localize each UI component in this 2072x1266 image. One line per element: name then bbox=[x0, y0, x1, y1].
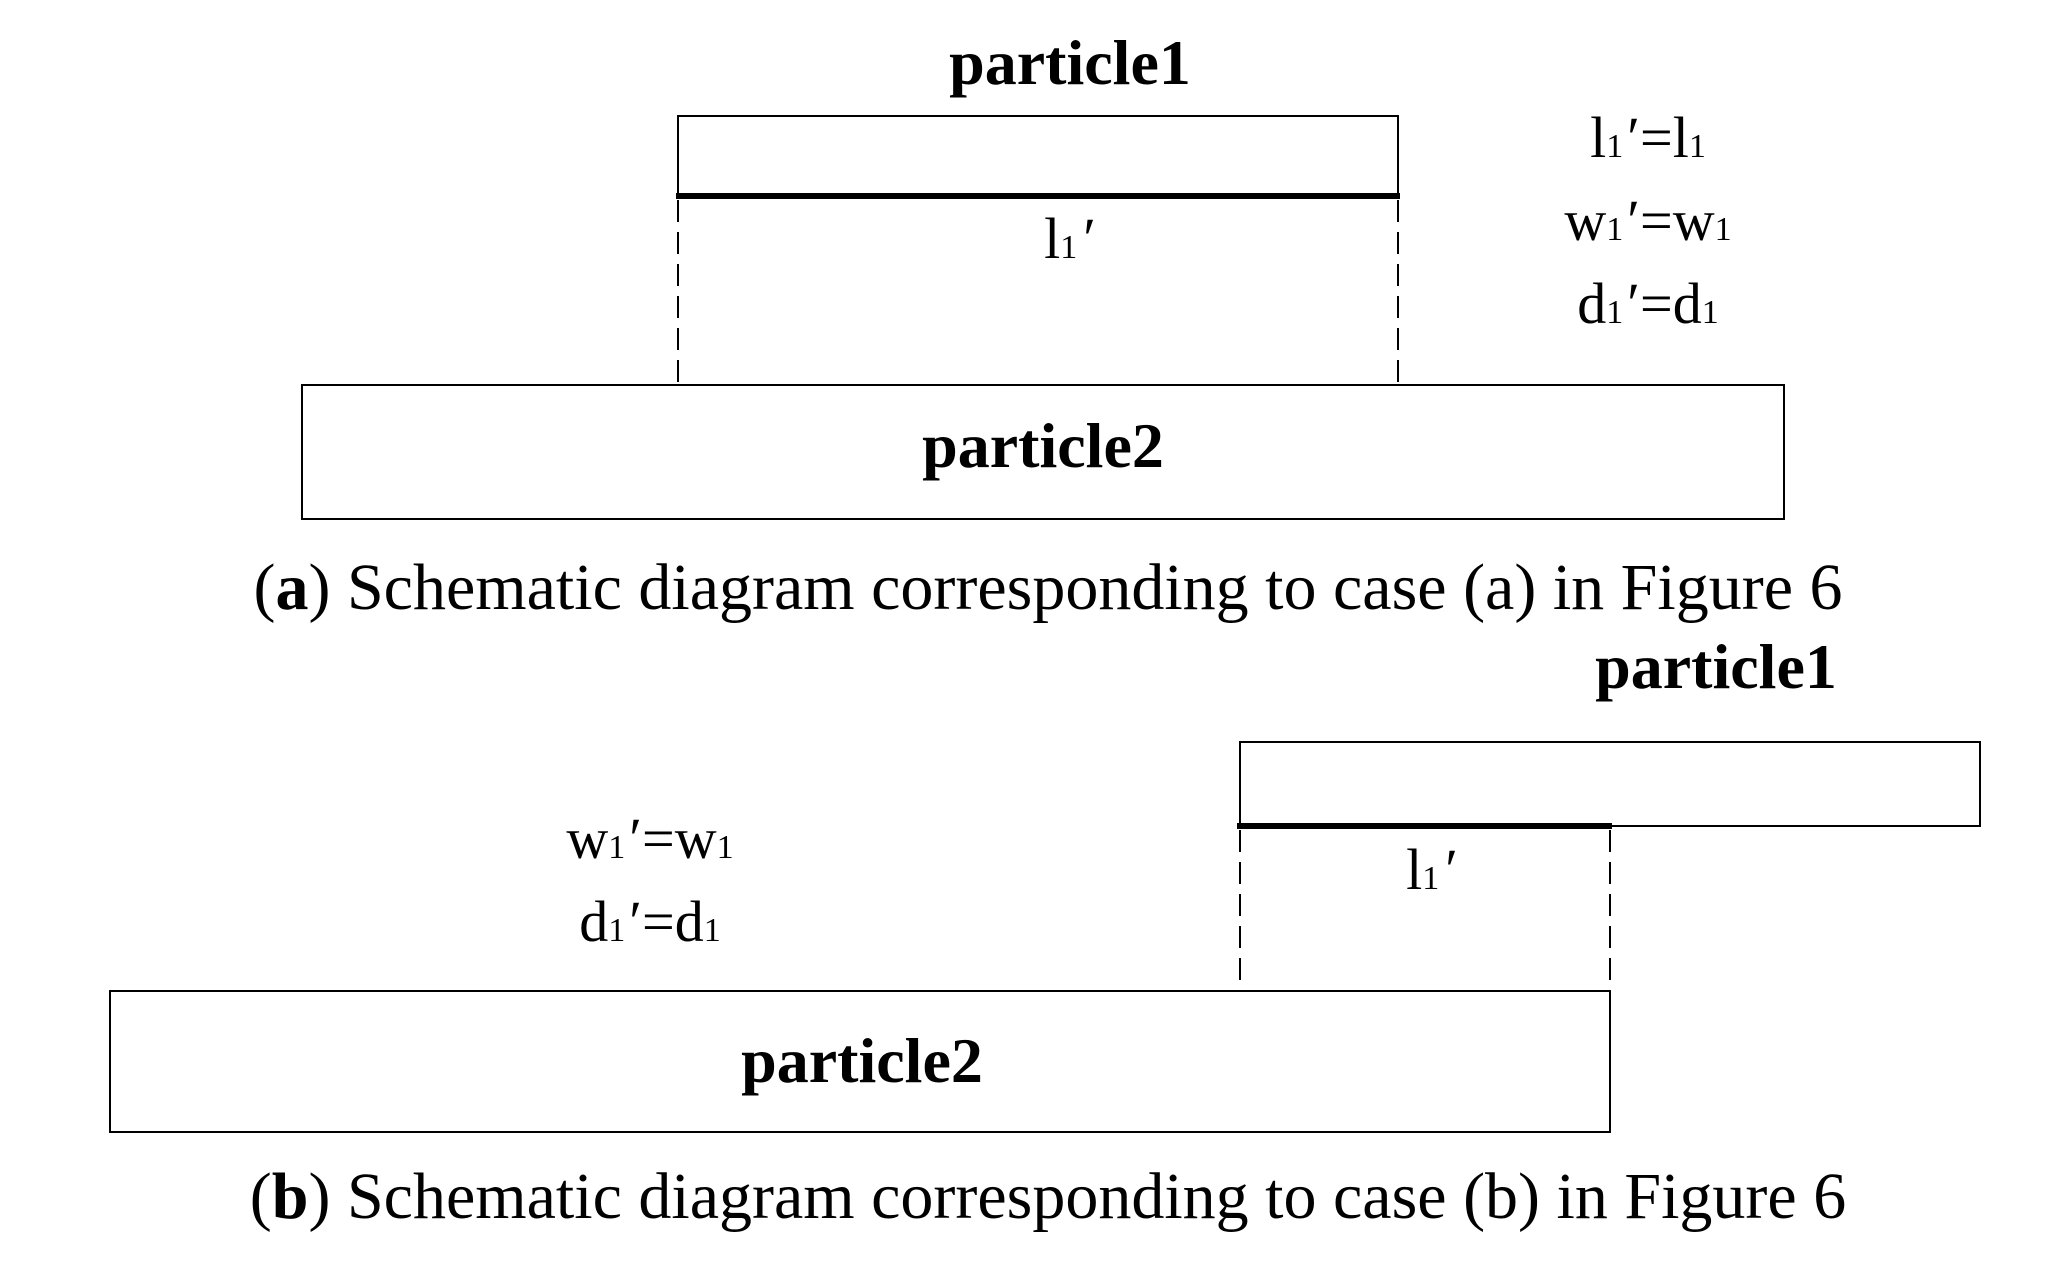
panel-b-contact-label: l1′ bbox=[1406, 837, 1458, 902]
panel-b-particle2-label: particle2 bbox=[741, 1025, 983, 1096]
panel-b-equation-1: w1′=w1 bbox=[566, 806, 733, 871]
panel-b-caption: (b) Schematic diagram corresponding to c… bbox=[250, 1160, 1846, 1233]
panel-b-particle1-box bbox=[1239, 741, 1981, 827]
panel-a-equation-1: l1′=l1 bbox=[1590, 105, 1706, 170]
panel-a: particle1 l1′ l1′=l1 w1′=w1 d1′=d1 parti… bbox=[254, 27, 1843, 624]
panel-a-particle2-label: particle2 bbox=[922, 410, 1164, 481]
panel-b-particle2-box bbox=[109, 990, 1611, 1133]
panel-b-equation-2: d1′=d1 bbox=[579, 889, 720, 954]
panel-a-particle1-box bbox=[677, 115, 1399, 197]
panel-a-caption: (a) Schematic diagram corresponding to c… bbox=[254, 551, 1843, 624]
panel-a-contact-label: l1′ bbox=[1044, 206, 1096, 271]
panel-a-equation-2: w1′=w1 bbox=[1564, 188, 1731, 253]
panel-a-particle1-label: particle1 bbox=[949, 27, 1191, 98]
panel-a-particle2-box bbox=[301, 384, 1785, 520]
panel-b: particle1 l1′ w1′=w1 d1′=d1 particle2 (b… bbox=[109, 631, 1981, 1233]
panel-b-particle1-label: particle1 bbox=[1595, 631, 1837, 702]
panel-a-equation-3: d1′=d1 bbox=[1577, 271, 1718, 336]
